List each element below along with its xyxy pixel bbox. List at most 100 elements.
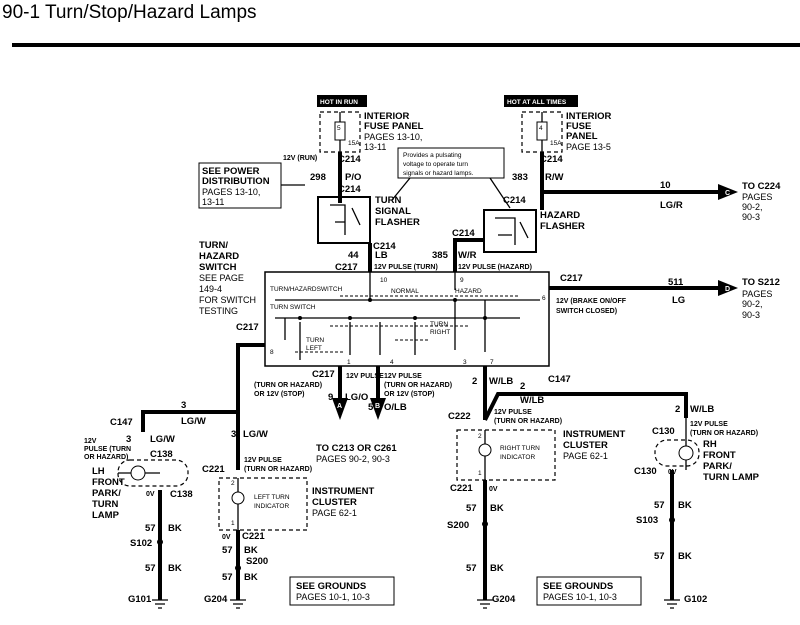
- svg-text:W/LB: W/LB: [690, 404, 714, 415]
- svg-text:LEFT TURN: LEFT TURN: [254, 494, 290, 501]
- svg-text:C130: C130: [652, 426, 675, 437]
- svg-text:C221: C221: [450, 483, 473, 494]
- svg-text:CLUSTER: CLUSTER: [563, 440, 608, 451]
- svg-text:C217: C217: [560, 273, 583, 284]
- svg-text:10: 10: [660, 180, 671, 191]
- svg-text:2: 2: [520, 381, 525, 392]
- see-grounds-right: SEE GROUNDS PAGES 10-1, 10-3: [536, 576, 642, 606]
- svg-text:4: 4: [390, 359, 394, 366]
- svg-text:SWITCH: SWITCH: [199, 262, 237, 273]
- svg-text:C214: C214: [338, 184, 361, 195]
- svg-text:SEE GROUNDS: SEE GROUNDS: [543, 581, 613, 592]
- svg-text:12V PULSE: 12V PULSE: [384, 373, 422, 380]
- svg-text:BK: BK: [244, 545, 258, 556]
- svg-text:OR 12V (STOP): OR 12V (STOP): [384, 391, 434, 398]
- svg-text:C217: C217: [236, 322, 259, 333]
- svg-text:RH: RH: [703, 439, 717, 450]
- svg-text:C222: C222: [448, 411, 471, 422]
- svg-text:INTERIOR: INTERIOR: [566, 111, 612, 122]
- svg-text:D: D: [725, 286, 730, 293]
- svg-text:15A: 15A: [550, 140, 562, 147]
- svg-text:HOT IN RUN: HOT IN RUN: [320, 99, 358, 106]
- svg-text:0V: 0V: [146, 491, 155, 498]
- see-grounds-left: SEE GROUNDS PAGES 10-1, 10-3: [289, 576, 395, 606]
- svg-text:PAGE 62-1: PAGE 62-1: [563, 451, 608, 461]
- svg-text:2: 2: [478, 433, 482, 440]
- hot-at-all-times-badge: HOT AT ALL TIMES: [504, 95, 578, 107]
- svg-text:C: C: [725, 190, 730, 197]
- svg-text:C217: C217: [335, 262, 358, 273]
- offpage-connector-c: C: [718, 184, 738, 200]
- svg-text:C130: C130: [634, 466, 657, 477]
- offpage-connector-d: D: [718, 280, 738, 296]
- svg-text:LG/O: LG/O: [345, 392, 368, 403]
- svg-text:57: 57: [145, 523, 156, 534]
- svg-text:BK: BK: [244, 572, 258, 583]
- svg-text:S102: S102: [130, 538, 152, 549]
- svg-text:PARK/: PARK/: [92, 488, 121, 499]
- svg-text:PARK/: PARK/: [703, 461, 732, 472]
- svg-text:TURN/: TURN/: [199, 240, 228, 251]
- svg-text:PAGES 13-10,: PAGES 13-10,: [364, 132, 422, 142]
- svg-text:C147: C147: [548, 374, 571, 385]
- svg-text:12V PULSE: 12V PULSE: [244, 457, 282, 464]
- svg-text:9: 9: [460, 277, 464, 284]
- svg-text:5: 5: [337, 125, 341, 132]
- svg-text:BK: BK: [168, 563, 182, 574]
- svg-text:C217: C217: [312, 369, 335, 380]
- svg-text:C221: C221: [202, 464, 225, 475]
- svg-text:TESTING: TESTING: [199, 306, 238, 316]
- label-12v-run: 12V (RUN): [283, 155, 317, 162]
- offpage-connector-a: A: [332, 398, 348, 420]
- svg-text:FOR SWITCH: FOR SWITCH: [199, 295, 256, 305]
- svg-text:C214: C214: [540, 154, 563, 165]
- svg-text:C214: C214: [452, 228, 475, 239]
- svg-text:B: B: [375, 403, 380, 410]
- svg-text:INDICATOR: INDICATOR: [500, 454, 535, 461]
- svg-text:385: 385: [432, 250, 449, 261]
- svg-text:1: 1: [347, 359, 351, 366]
- rh-front-park-turn-lamp: 2 W/LB 12V PULSE (TURN OR HAZARD) C130 C…: [634, 404, 760, 483]
- svg-text:FLASHER: FLASHER: [540, 221, 585, 232]
- svg-text:1: 1: [478, 470, 482, 477]
- svg-text:5: 5: [368, 402, 374, 413]
- svg-text:3: 3: [231, 429, 236, 440]
- svg-text:TURN LAMP: TURN LAMP: [703, 472, 760, 483]
- svg-text:PAGES 90-2, 90-3: PAGES 90-2, 90-3: [316, 454, 390, 464]
- interior-fuse-panel-left: 5 15A INTERIOR FUSE PANEL PAGES 13-10, 1…: [319, 111, 424, 153]
- svg-text:2: 2: [231, 480, 235, 487]
- svg-text:FRONT: FRONT: [92, 477, 125, 488]
- hazard-flasher: HAZARD FLASHER: [483, 209, 585, 253]
- pulsing-voltage-note: Provides a pulsating voltage to operate …: [391, 147, 511, 209]
- svg-text:9: 9: [328, 392, 333, 403]
- svg-text:CLUSTER: CLUSTER: [312, 497, 357, 508]
- svg-text:12V PULSE (HAZARD): 12V PULSE (HAZARD): [458, 264, 532, 271]
- svg-text:NORMAL: NORMAL: [391, 288, 419, 295]
- wire-2-rh: [483, 392, 688, 421]
- svg-text:TURN/HAZARDSWITCH: TURN/HAZARDSWITCH: [270, 286, 343, 293]
- svg-text:BK: BK: [678, 500, 692, 511]
- svg-text:HAZARD: HAZARD: [199, 251, 239, 262]
- svg-text:voltage to operate turn: voltage to operate turn: [403, 161, 468, 168]
- svg-text:(TURN OR HAZARD): (TURN OR HAZARD): [244, 466, 312, 473]
- svg-text:0V: 0V: [222, 534, 231, 541]
- turn-hazard-switch: TURN/HAZARDSWITCH TURN SWITCH NORMAL HAZ…: [264, 271, 550, 367]
- svg-text:LH: LH: [92, 466, 105, 477]
- svg-text:TO C213 OR C261: TO C213 OR C261: [316, 443, 397, 454]
- svg-text:INSTRUMENT: INSTRUMENT: [563, 429, 625, 440]
- offpage-connector-b: B: [370, 398, 386, 420]
- lh-front-park-turn-lamp: 3 LG/W 12V PULSE (TURN OR HAZARD) C138 0…: [84, 434, 193, 521]
- svg-text:(TURN OR HAZARD): (TURN OR HAZARD): [494, 418, 562, 425]
- svg-text:OR HAZARD): OR HAZARD): [84, 454, 128, 461]
- svg-text:S200: S200: [246, 556, 268, 567]
- svg-text:PAGES 10-1, 10-3: PAGES 10-1, 10-3: [543, 592, 617, 602]
- svg-text:90-3: 90-3: [742, 212, 760, 222]
- svg-text:13-11: 13-11: [202, 197, 224, 207]
- svg-text:PAGE 62-1: PAGE 62-1: [312, 508, 357, 518]
- svg-text:12V PULSE (TURN): 12V PULSE (TURN): [374, 264, 438, 271]
- svg-text:PAGE 13-5: PAGE 13-5: [566, 142, 611, 152]
- svg-text:LG/W: LG/W: [243, 429, 268, 440]
- hot-in-run-badge: HOT IN RUN: [317, 95, 367, 107]
- svg-text:12V PULSE: 12V PULSE: [494, 409, 532, 416]
